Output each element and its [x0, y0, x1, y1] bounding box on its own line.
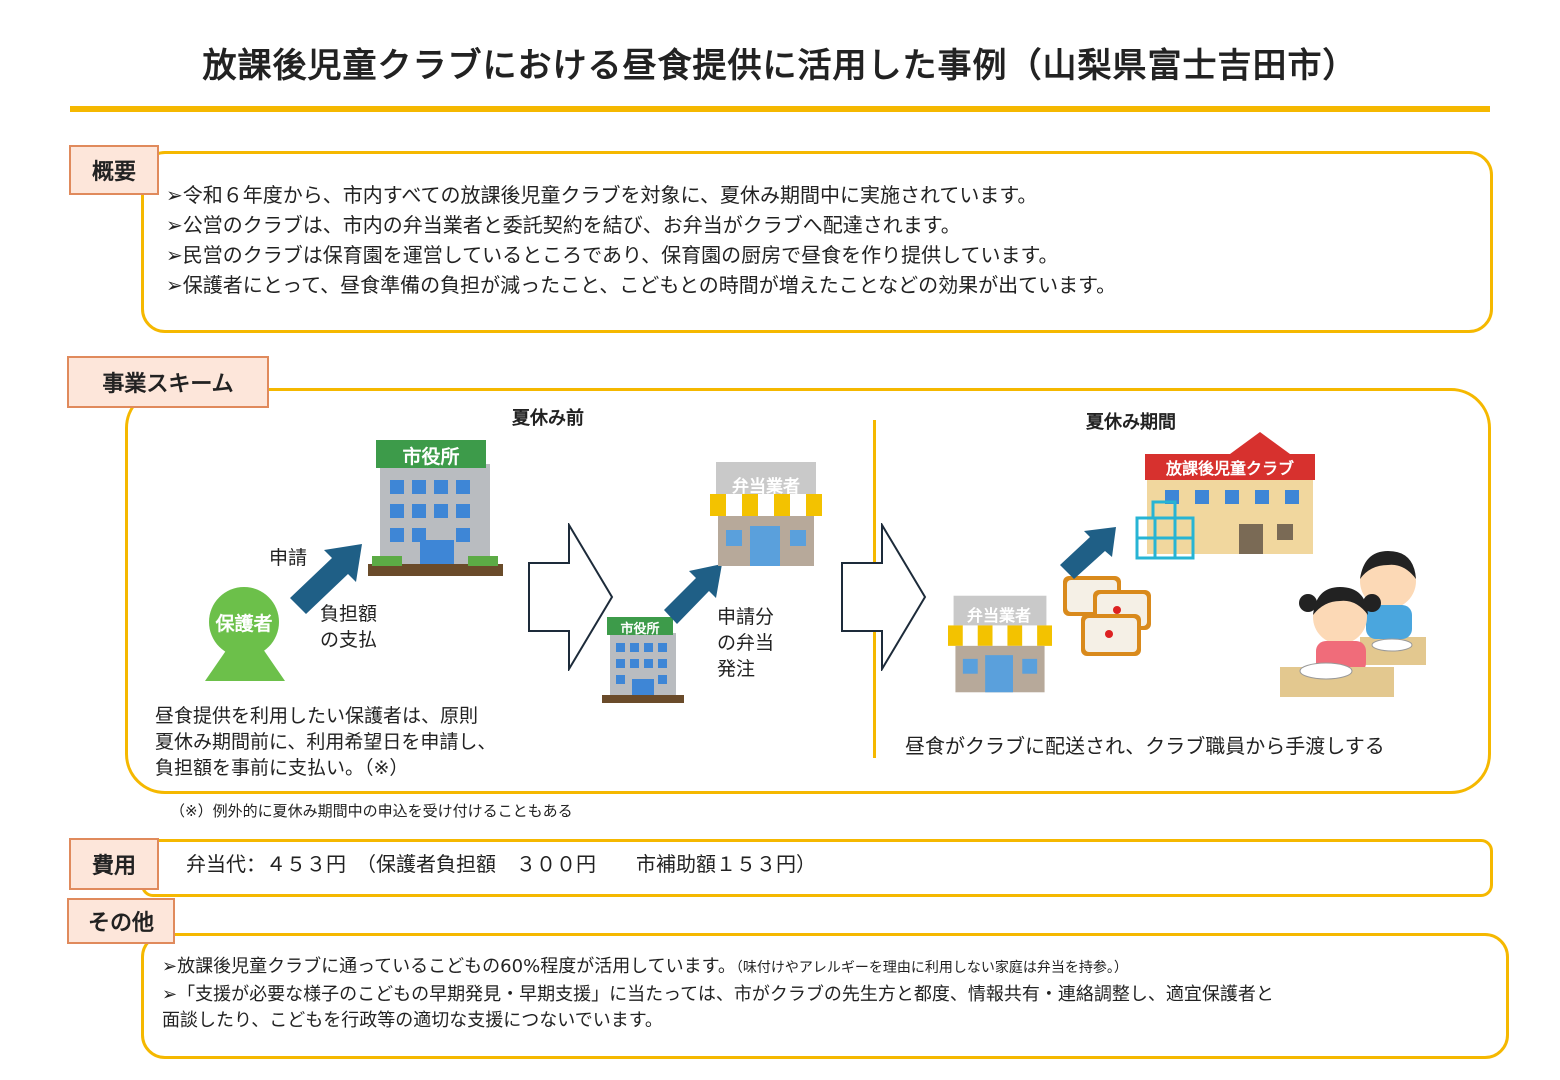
flow-arrow-icon [528, 523, 614, 671]
overview-box [141, 151, 1493, 333]
other-line-1-wrap: ➢放課後児童クラブに通っているこどもの60%程度が活用しています。（味付けやアレ… [162, 952, 1128, 978]
club-label: 放課後児童クラブ [1165, 459, 1294, 478]
order-label-3: 発注 [717, 658, 756, 680]
club-building-icon [1135, 432, 1315, 560]
other-box [141, 933, 1509, 1059]
before-desc-3: 負担額を事前に支払い。（※） [155, 757, 409, 779]
city-hall-icon [368, 440, 503, 576]
apply-arrow-icon [290, 544, 362, 614]
bento-box-icon [1063, 576, 1151, 656]
other-line-2: ➢「支援が必要な様子のこどもの早期発見・早期支援」に当たっては、市がクラブの先生… [162, 984, 1274, 1005]
other-tag: その他 [67, 898, 175, 944]
title-underline [70, 106, 1490, 112]
overview-line-3: ➢民営のクラブは保育園を運営しているところであり、保育園の厨房で昼食を作り提供し… [166, 243, 1059, 267]
guardian-label: 保護者 [215, 613, 273, 635]
vendor-label: 弁当業者 [732, 477, 800, 497]
order-label-1: 申請分 [717, 606, 775, 628]
before-heading: 夏休み前 [512, 408, 584, 429]
vendor-shop-icon [710, 462, 822, 566]
other-line-3: 面談したり、こどもを行政等の適切な支援につないでいます。 [162, 1010, 663, 1031]
delivery-arrow-icon [1060, 527, 1116, 579]
payment-label-2: の支払 [320, 629, 378, 651]
city-hall-label: 市役所 [402, 446, 460, 468]
apply-label: 申請 [269, 547, 308, 569]
vendor-shop-2-icon [948, 595, 1052, 693]
other-line-1: ➢放課後児童クラブに通っているこどもの60%程度が活用しています。 [162, 956, 736, 977]
guardian-icon [205, 587, 285, 681]
during-heading: 夏休み期間 [1086, 412, 1176, 433]
payment-label-1: 負担額 [320, 603, 378, 625]
order-arrow-icon [664, 564, 722, 624]
cost-box [141, 839, 1493, 897]
before-desc-2: 夏休み期間前に、利用希望日を申請し、 [155, 731, 497, 753]
order-label-2: の弁当 [717, 632, 775, 654]
overview-tag: 概要 [69, 145, 159, 195]
during-desc: 昼食がクラブに配送され、クラブ職員から手渡しする [905, 734, 1385, 758]
scheme-tag: 事業スキーム [67, 356, 269, 408]
cost-text: 弁当代：４５３円 （保護者負担額 ３００円 市補助額１５３円） [186, 852, 816, 876]
scheme-note: （※）例外的に夏休み期間中の申込を受け付けることもある [170, 802, 573, 820]
overview-line-1: ➢令和６年度から、市内すべての放課後児童クラブを対象に、夏休み期間中に実施されて… [166, 183, 1038, 207]
city-hall-small-label: 市役所 [620, 622, 660, 637]
cost-tag: 費用 [69, 838, 159, 890]
children-eating-icon [1280, 551, 1426, 697]
overview-line-4: ➢保護者にとって、昼食準備の負担が減ったこと、こどもとの時間が増えたことなどの効… [166, 273, 1117, 297]
page-title: 放課後児童クラブにおける昼食提供に活用した事例（山梨県富士吉田市） [202, 46, 1358, 86]
city-hall-small-icon [602, 617, 684, 703]
vendor-2-label: 弁当業者 [966, 606, 1031, 625]
before-desc-1: 昼食提供を利用したい保護者は、原則 [155, 705, 479, 727]
flow-arrow-2-icon [841, 523, 927, 671]
other-line-1-note: （味付けやアレルギーを理由に利用しない家庭は弁当を持参。） [735, 960, 1128, 976]
overview-line-2: ➢公営のクラブは、市内の弁当業者と委託契約を結び、お弁当がクラブへ配達されます。 [166, 213, 961, 237]
